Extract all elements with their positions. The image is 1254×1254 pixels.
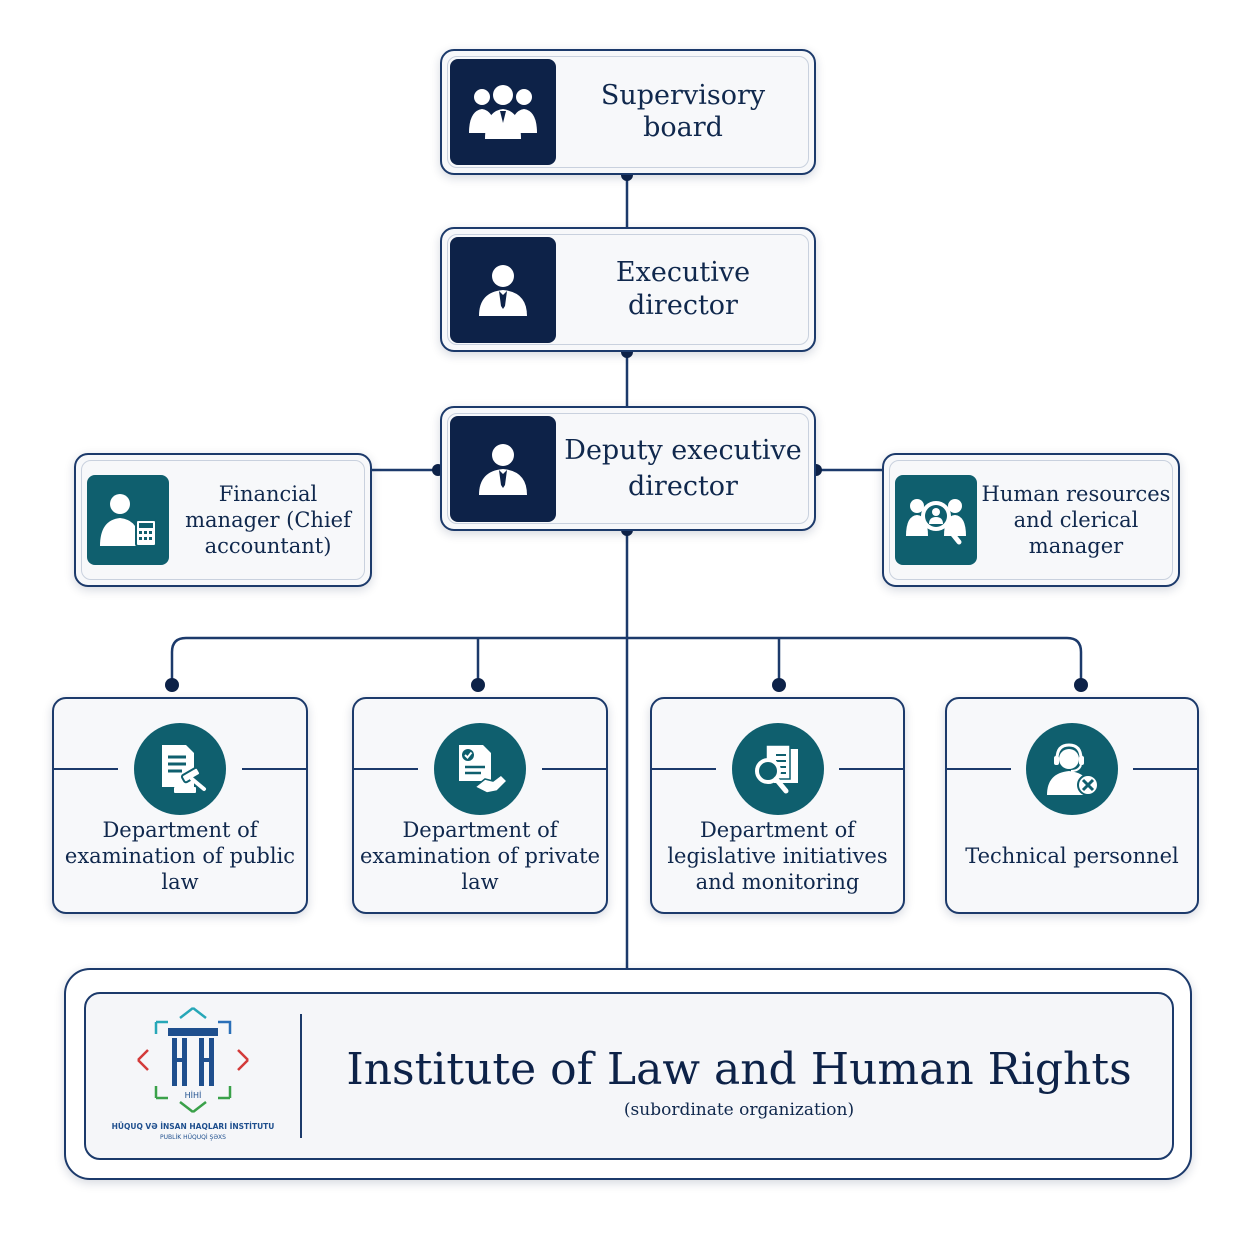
gavel-document-icon: [134, 723, 226, 815]
deputy-person-icon: [450, 416, 556, 522]
executive-director-label: Executive director: [615, 257, 751, 321]
magnifier-documents-icon: [731, 723, 824, 815]
institute-logo: HİHİ HÜQUQ VƏ İNSAN HAQLARI İNSTİTUTU PU…: [112, 1002, 274, 1147]
department-private-law-label: Department of examination of private law: [360, 817, 601, 895]
deputy-executive-director-node: Deputy executive director: [440, 406, 816, 531]
supervisory-board-node: Supervisory board: [440, 49, 816, 175]
accountant-calculator-icon: [87, 475, 169, 565]
hr-manager-label: Human resources and clerical manager: [981, 481, 1171, 559]
institute-emblem-icon: HİHİ: [137, 1007, 249, 1113]
executive-person-icon: [450, 237, 556, 343]
department-legislative-label: Department of legislative initiatives an…: [667, 817, 888, 895]
department-legislative-node: Department of legislative initiatives an…: [650, 697, 905, 914]
department-private-law-node: Department of examination of private law: [352, 697, 608, 914]
department-public-law-node: Department of examination of public law: [52, 697, 308, 914]
institute-logo-monogram: HİHİ: [185, 1090, 202, 1100]
financial-manager-label: Financial manager (Chief accountant): [185, 481, 351, 559]
handshake-contract-icon: [434, 723, 526, 815]
supervisory-board-label: Supervisory board: [600, 79, 766, 143]
institute-logo-text: HÜQUQ VƏ İNSAN HAQLARI İNSTİTUTU: [111, 1122, 275, 1131]
deputy-executive-director-label: Deputy executive director: [564, 435, 802, 502]
institute-subtitle: (subordinate organization): [623, 1099, 855, 1120]
technical-personnel-label: Technical personnel: [965, 843, 1179, 868]
people-search-icon: [895, 475, 977, 565]
executive-director-node: Executive director: [440, 227, 816, 352]
institute-card: HİHİ HÜQUQ VƏ İNSAN HAQLARI İNSTİTUTU PU…: [84, 992, 1174, 1160]
headset-support-icon: [1026, 723, 1118, 815]
financial-manager-node: Financial manager (Chief accountant): [74, 453, 372, 587]
institute-frame: HİHİ HÜQUQ VƏ İNSAN HAQLARI İNSTİTUTU PU…: [64, 968, 1192, 1180]
department-public-law-label: Department of examination of public law: [64, 817, 296, 895]
technical-personnel-node: Technical personnel: [945, 697, 1199, 914]
institute-logo-subtext: PUBLİK HÜQUQİ ŞƏXS: [160, 1134, 226, 1141]
logo-divider: [300, 1014, 302, 1138]
hr-manager-node: Human resources and clerical manager: [882, 453, 1180, 587]
group-people-icon: [450, 59, 556, 165]
institute-title: Institute of Law and Human Rights: [346, 1043, 1132, 1095]
